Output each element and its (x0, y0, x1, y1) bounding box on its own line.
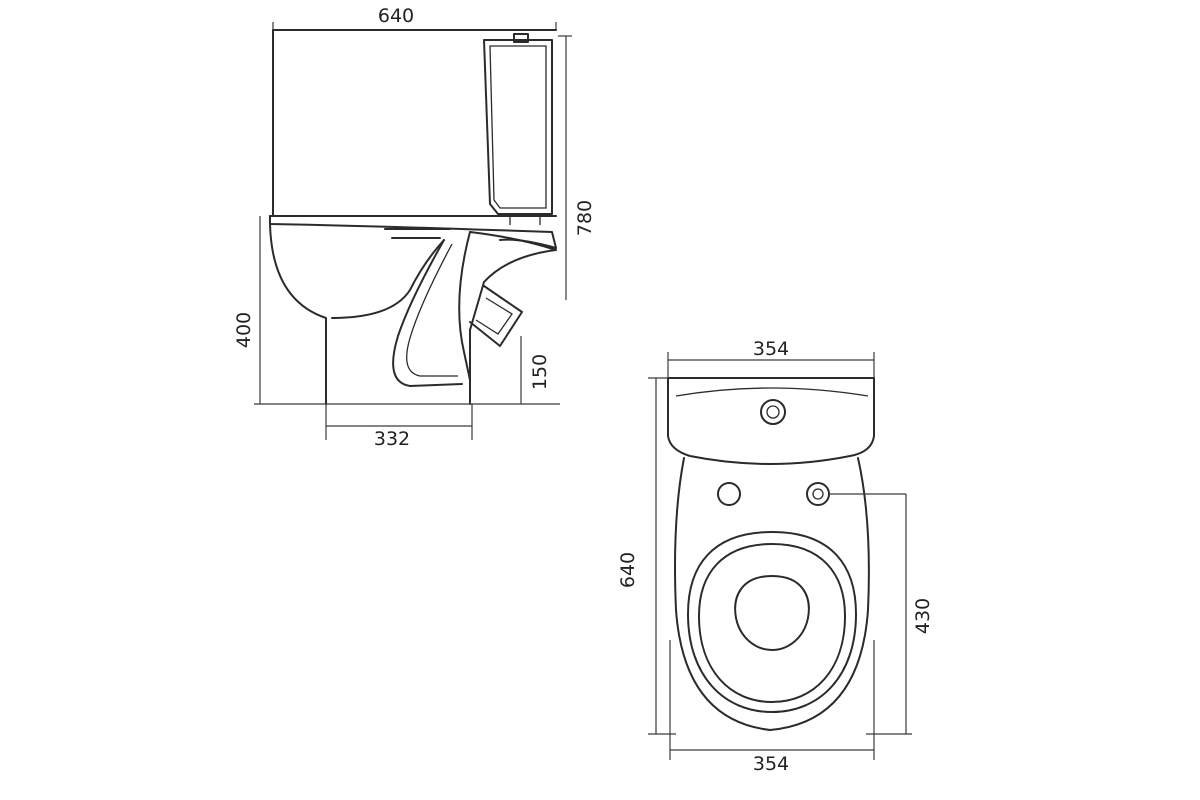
dim-640-top: 640 (272, 5, 557, 30)
pan-outline (674, 457, 870, 731)
cistern-section (483, 33, 553, 225)
bowl-body (269, 223, 471, 405)
dim-332: 332 (325, 404, 473, 450)
top-view: 354 640 430 354 (617, 338, 934, 775)
side-view: 640 780 400 150 332 (233, 5, 596, 450)
bowl-opening (734, 575, 810, 651)
siphon-trapway (392, 231, 557, 387)
dim-150-label: 150 (529, 354, 551, 390)
dim-354-top-label: 354 (753, 338, 789, 360)
dim-640-left: 640 (617, 377, 676, 735)
dim-354-top: 354 (667, 338, 875, 378)
dim-780-label: 780 (574, 200, 596, 236)
seat-ring (687, 531, 857, 713)
dim-780: 780 (558, 35, 596, 300)
dim-354-bottom-label: 354 (753, 753, 789, 775)
dim-150: 150 (520, 336, 551, 404)
cistern-outline (269, 29, 557, 217)
dim-430-label: 430 (912, 598, 934, 634)
dim-400-label: 400 (233, 312, 255, 348)
flush-button (760, 399, 786, 425)
dim-640-left-label: 640 (617, 552, 639, 588)
outlet-pipe (469, 285, 523, 347)
dim-400: 400 (233, 216, 261, 404)
cistern-lid (667, 377, 875, 465)
hinge-bolt-right (806, 482, 830, 506)
dim-430: 430 (829, 493, 934, 735)
seat-hinge-bolts (717, 482, 830, 506)
hinge-bolt-left (717, 482, 741, 506)
bowl-rim (269, 215, 557, 249)
dim-640-top-label: 640 (378, 5, 414, 27)
dim-332-label: 332 (374, 428, 410, 450)
dim-354-bottom: 354 (669, 640, 875, 775)
